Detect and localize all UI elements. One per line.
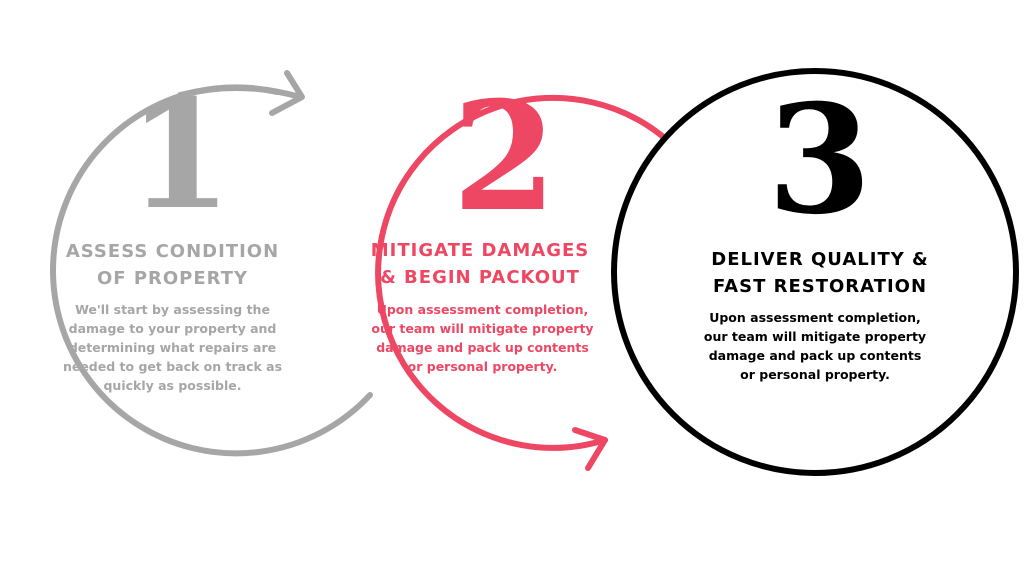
step-2-description: Upon assessment completion, our team wil… bbox=[360, 300, 605, 376]
step-3-number: 3 bbox=[767, 72, 871, 248]
step-1-title-line: OF PROPERTY bbox=[96, 268, 249, 289]
step-1-number: 1 bbox=[127, 67, 232, 243]
step-3-title-line: DELIVER QUALITY & bbox=[711, 249, 929, 270]
step-1-arrow-arc bbox=[177, 85, 303, 100]
step-2-desc-line: Upon assessment completion, bbox=[376, 302, 589, 317]
step-1-arrowhead bbox=[269, 70, 305, 116]
step-2-desc-line: damage and pack up contents bbox=[376, 340, 589, 355]
step-3-desc-line: our team will mitigate property bbox=[703, 329, 927, 344]
step-1-desc-line: quickly as possible. bbox=[103, 378, 242, 393]
step-3-desc-line: or personal property. bbox=[740, 367, 890, 382]
step-2-circle bbox=[375, 94, 670, 451]
step-2-title: MITIGATE DAMAGES & BEGIN PACKOUT bbox=[350, 237, 610, 291]
step-3-description: Upon assessment completion, our team wil… bbox=[690, 308, 940, 384]
step-2-title-line: & BEGIN PACKOUT bbox=[380, 267, 580, 288]
step-3-title-line: FAST RESTORATION bbox=[712, 276, 928, 297]
step-1-desc-line: needed to get back on track as bbox=[62, 359, 283, 374]
step-2-desc-line: or personal property. bbox=[407, 359, 558, 374]
step-2-desc-line: our team will mitigate property bbox=[371, 321, 594, 336]
step-2-arrowhead bbox=[572, 427, 608, 471]
step-2-title-line: MITIGATE DAMAGES bbox=[370, 240, 590, 261]
step-1-description: We'll start by assessing the damage to y… bbox=[40, 300, 305, 395]
step-1-desc-line: determining what repairs are bbox=[68, 340, 277, 355]
step-1-title-line: ASSESS CONDITION bbox=[65, 241, 280, 262]
step-3-desc-line: Upon assessment completion, bbox=[709, 310, 921, 325]
step-1-desc-line: damage to your property and bbox=[68, 321, 277, 336]
step-2-number: 2 bbox=[452, 69, 556, 245]
step-1-title: ASSESS CONDITION OF PROPERTY bbox=[40, 238, 305, 292]
step-3-desc-line: damage and pack up contents bbox=[708, 348, 922, 363]
step-3-title: DELIVER QUALITY & FAST RESTORATION bbox=[690, 246, 950, 300]
step-1-circle bbox=[50, 84, 373, 457]
step-1-desc-line: We'll start by assessing the bbox=[75, 302, 270, 317]
step-3-circle bbox=[611, 68, 1019, 476]
